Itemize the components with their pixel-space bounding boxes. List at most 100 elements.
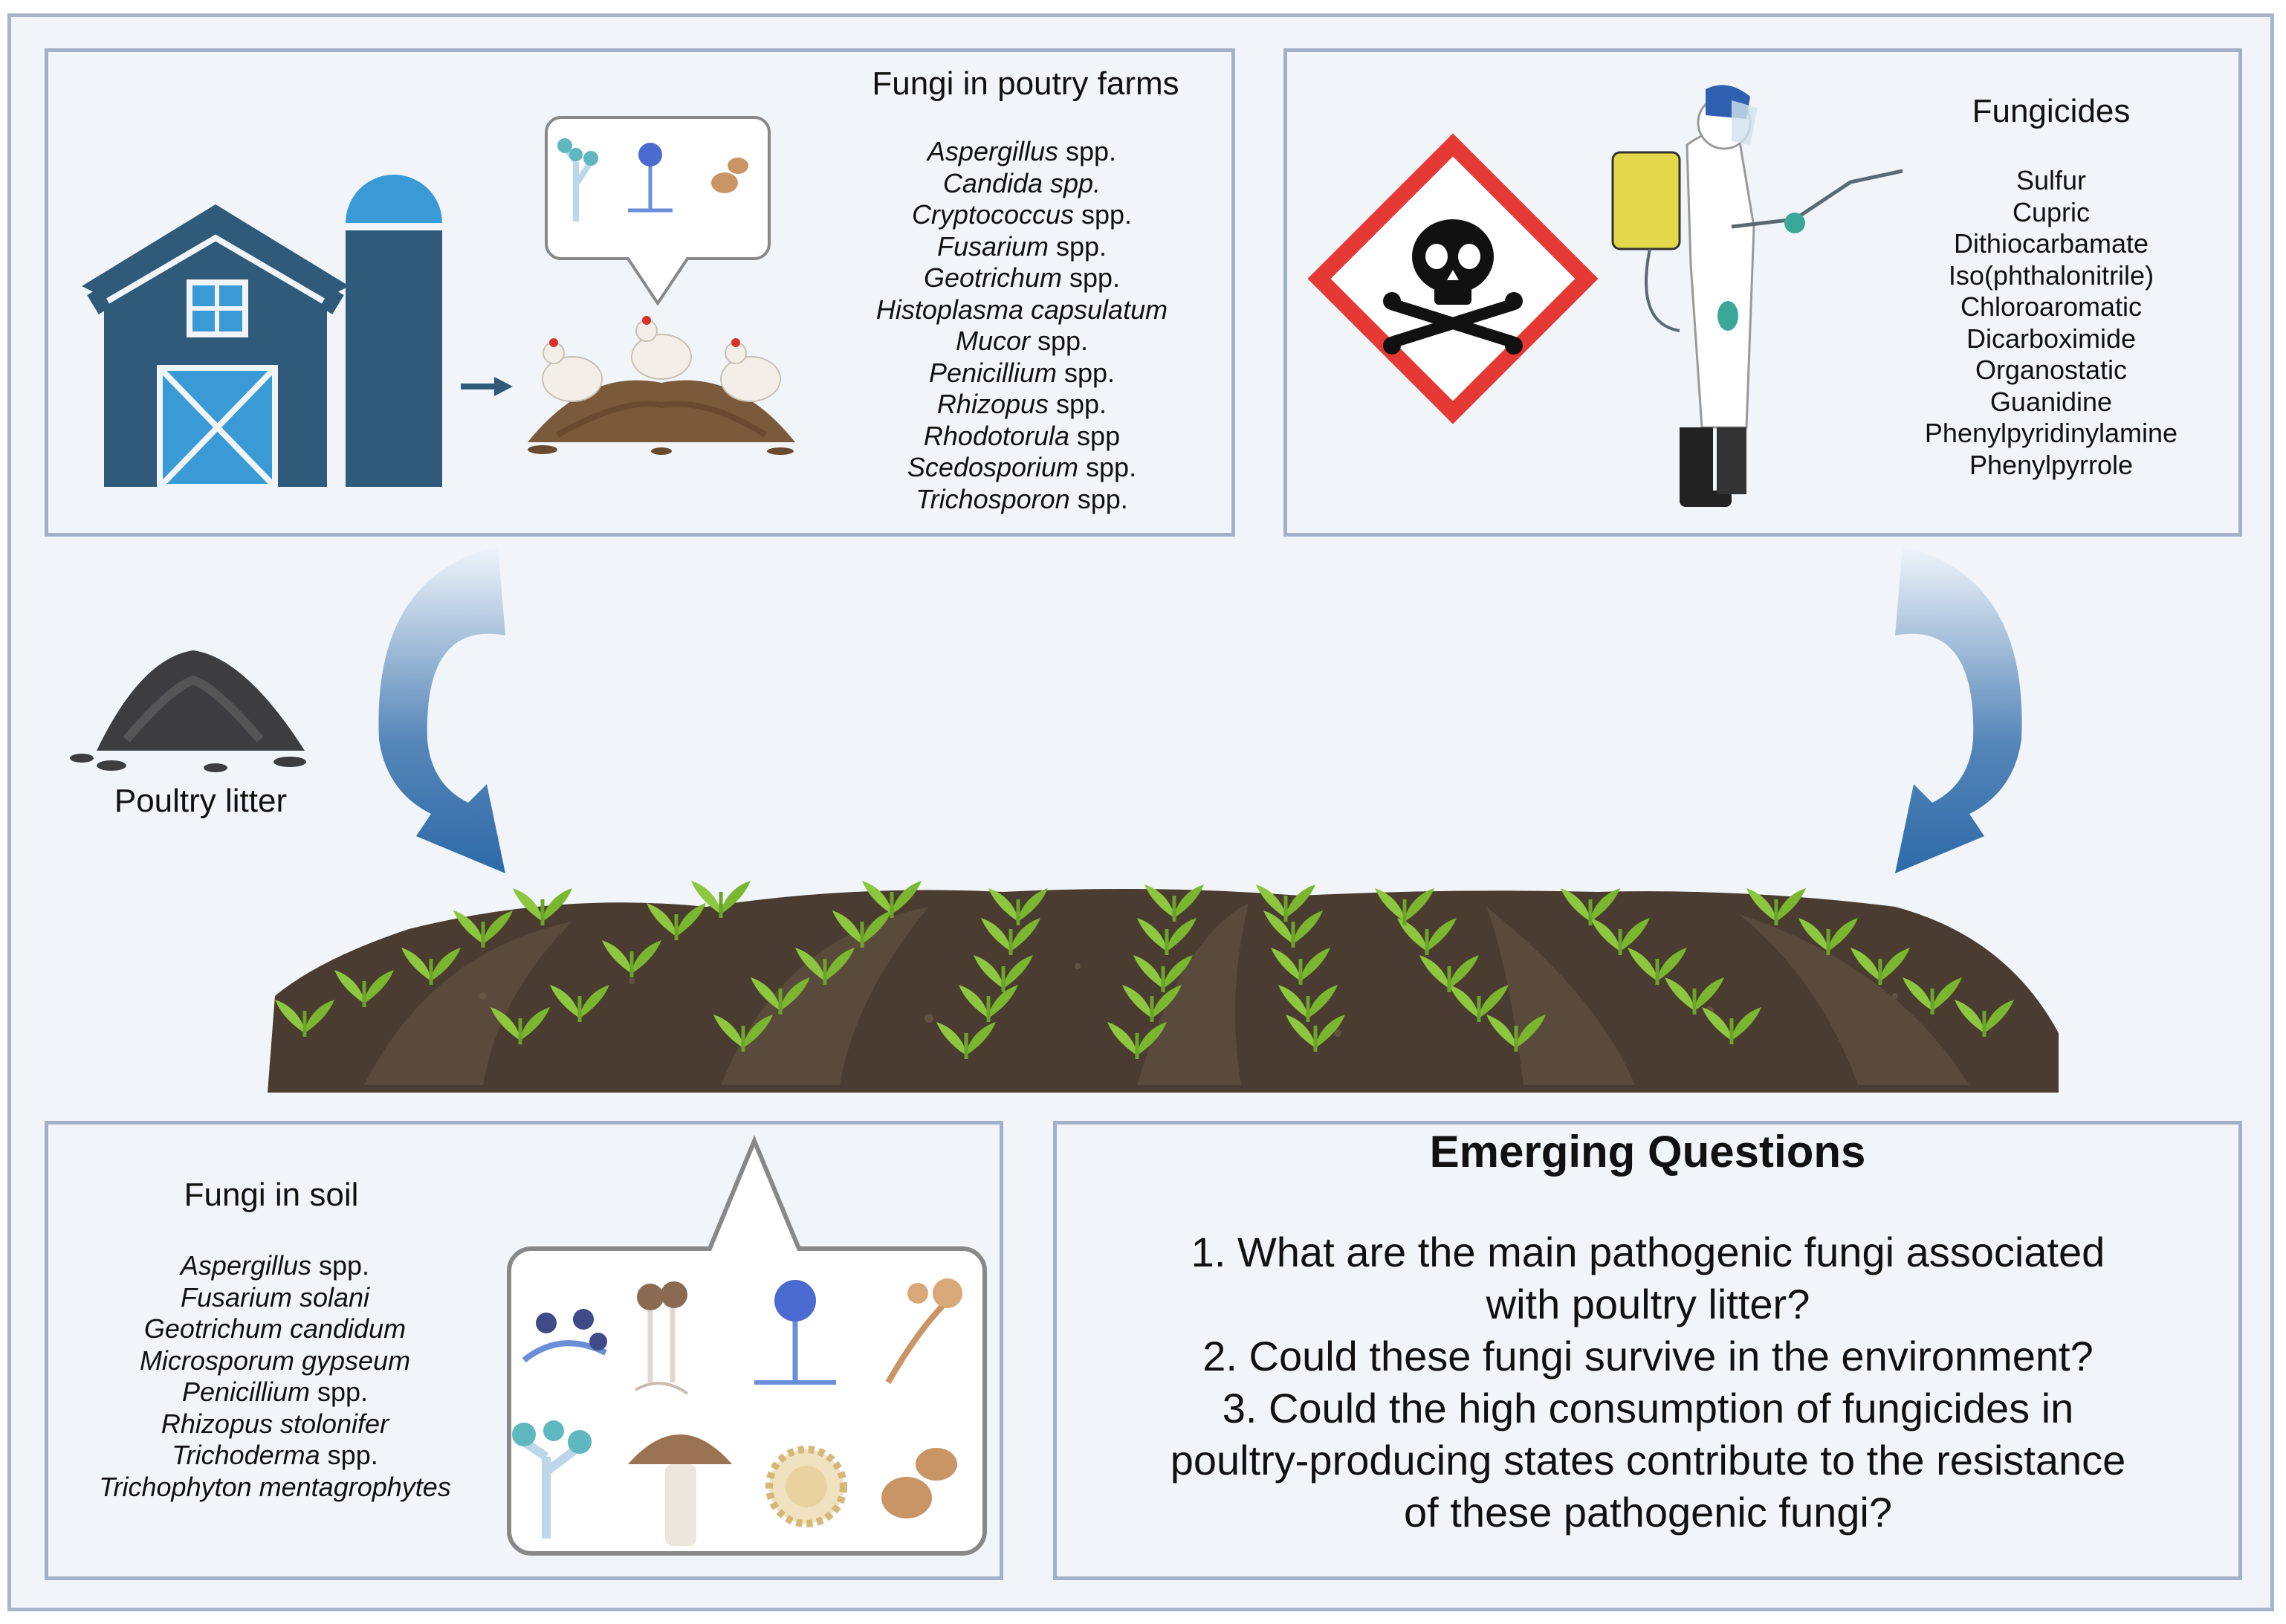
mold-icon <box>557 138 598 221</box>
seedling-icon <box>1419 955 1479 992</box>
seedling-icon <box>959 985 1018 1022</box>
soil-fungi-bubble <box>507 1135 987 1556</box>
soil-fungus-item: Fusarium solani <box>180 1281 370 1313</box>
seedling-icon <box>550 985 609 1022</box>
seedling-icon <box>1903 977 1962 1015</box>
fungi-speech-bubble <box>545 116 771 306</box>
seedling-icon <box>1256 884 1315 922</box>
question-line: poultry-producing states contribute to t… <box>1170 1437 2126 1484</box>
soil-fungus-item: Rhizopus stolonifer <box>161 1408 389 1439</box>
poultry-panel-title: Fungi in poutry farms <box>872 65 1179 102</box>
seedling-icon <box>1702 1007 1761 1044</box>
soil-panel-title: Fungi in soil <box>184 1177 359 1213</box>
curved-arrow-icon <box>378 546 505 873</box>
fungicide-item: Organostatic <box>1975 355 2128 385</box>
seedling-icon <box>401 948 461 985</box>
seedling-icon <box>974 955 1033 992</box>
yeast-icon <box>711 158 748 193</box>
yeast-icon <box>881 1448 957 1518</box>
aspergillus-icon <box>754 1280 836 1385</box>
seedling-icon <box>602 940 661 977</box>
fungicide-item: Phenylpyridinylamine <box>1924 418 2178 448</box>
mold-icon <box>522 1309 607 1363</box>
poultry-fungus-item: Scedosporium spp. <box>907 452 1137 482</box>
arrow-icon <box>461 377 513 396</box>
seedling-icon <box>1122 985 1182 1022</box>
curved-arrow-icon <box>1895 546 2022 873</box>
mushroom-icon <box>628 1434 732 1546</box>
emerging-questions-panel <box>1053 1121 2242 1580</box>
fungicide-item: Dithiocarbamate <box>1953 228 2149 259</box>
fungicide-item: Iso(phthalonitrile) <box>1948 259 2154 291</box>
seedling-icon <box>1798 918 1858 955</box>
seedling-icon <box>1746 888 1806 925</box>
soil-fungus-item: Microsporum gypseum <box>139 1345 411 1376</box>
poultry-fungi-list: Aspergillus spp.Candida spp.Cryptococcus… <box>825 136 1219 515</box>
fungicide-item: Dicarboximide <box>1966 323 2137 354</box>
seedling-icon <box>1590 918 1650 955</box>
seedling-icon <box>1375 888 1434 925</box>
soil-fungus-item: Penicillium spp. <box>181 1376 369 1407</box>
seedling-icon <box>647 903 706 940</box>
question-line: with poultry litter? <box>1486 1281 1810 1327</box>
seedling-icon <box>1133 955 1193 992</box>
poultry-fungus-item: Aspergillus spp. <box>927 136 1117 166</box>
seedling-icon <box>1955 1000 2014 1037</box>
hazard-skull-icon <box>1307 133 1599 424</box>
seedling-icon <box>1486 1015 1546 1052</box>
fungicide-item: Sulfur <box>2015 165 2087 195</box>
penicillium-icon <box>512 1420 592 1539</box>
chicken-litter-icon <box>528 316 795 455</box>
fungicides-panel-title: Fungicides <box>1972 93 2131 129</box>
seedling-icon <box>1263 910 1323 948</box>
question-line: of these pathogenic fungi? <box>1404 1489 1892 1536</box>
soil-fungus-item: Trichophyton mentagrophytes <box>99 1471 451 1502</box>
soil-fungus-item: Geotrichum candidum <box>143 1313 407 1344</box>
seedling-icon <box>1397 918 1457 955</box>
mucor-icon <box>635 1281 689 1395</box>
rhizopus-icon <box>885 1278 962 1384</box>
fungicide-item: Guanidine <box>1989 386 2113 417</box>
seedling-icon <box>691 881 751 918</box>
fungicide-item: Phenylpyrrole <box>1969 449 2134 480</box>
seedling-icon <box>1851 948 1910 985</box>
seedling-icon <box>751 977 810 1015</box>
questions-list: 1. What are the main pathogenic fungi as… <box>1063 1226 2233 1539</box>
poultry-fungus-item: Mucor spp. <box>955 326 1089 356</box>
silo-icon <box>346 175 442 487</box>
poultry-fungus-item: Fusarium spp. <box>936 230 1107 262</box>
seedling-icon <box>713 1015 773 1052</box>
soil-field-icon <box>268 881 2059 1093</box>
seedling-icon <box>1628 948 1687 985</box>
seedling-icon <box>832 910 892 948</box>
soil-fungus-item: Trichoderma spp. <box>172 1440 378 1470</box>
poultry-fungus-item: Trichosporon spp. <box>916 483 1128 514</box>
poultry-fungus-item: Penicillium spp. <box>928 357 1116 388</box>
seedling-icon <box>1144 884 1204 922</box>
question-line: 3. Could the high consumption of fungici… <box>1222 1385 2074 1431</box>
fungicide-item: Chloroaromatic <box>1960 291 2143 322</box>
seedling-icon <box>1449 985 1509 1022</box>
seedling-icon <box>795 948 855 985</box>
spore-icon <box>628 143 673 213</box>
soil-fungus-item: Aspergillus spp. <box>180 1250 370 1281</box>
seedling-icon <box>936 1022 996 1059</box>
seedling-icon <box>1665 977 1724 1015</box>
poultry-fungus-item: Rhizopus spp. <box>936 389 1107 419</box>
poultry-litter-label: Poultry litter <box>114 783 288 819</box>
poultry-fungus-item: Geotrichum spp. <box>923 262 1121 293</box>
question-line: 2. Could these fungi survive in the envi… <box>1202 1333 2094 1379</box>
seedling-icon <box>453 910 513 948</box>
seedling-icon <box>490 1007 550 1044</box>
poultry-fungus-item: Rhodotorula spp <box>923 420 1121 451</box>
seedling-icon <box>1107 1022 1167 1059</box>
litter-pile-icon <box>70 650 306 772</box>
poultry-fungus-item: Histoplasma capsulatum <box>875 294 1168 325</box>
questions-panel-title: Emerging Questions <box>1429 1127 1866 1177</box>
poultry-fungus-item: Cryptococcus spp. <box>911 199 1133 230</box>
seedling-icon <box>1278 985 1338 1022</box>
seedling-icon <box>1137 918 1197 955</box>
sprayer-person-icon <box>1611 85 1903 507</box>
fungicide-item: Cupric <box>2012 196 2091 227</box>
